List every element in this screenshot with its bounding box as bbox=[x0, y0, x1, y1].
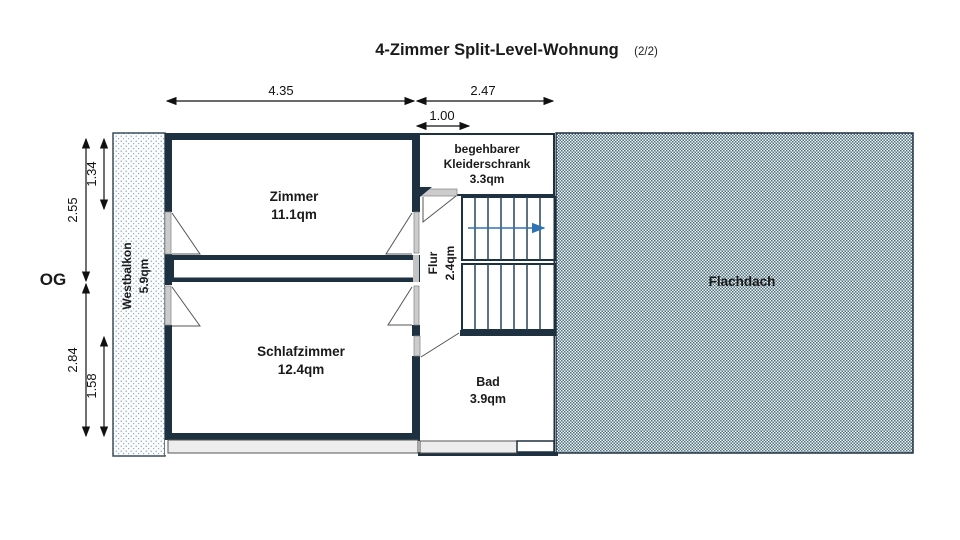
wall-top bbox=[165, 133, 420, 140]
flur-label: Flur bbox=[426, 251, 440, 274]
door-leaf-flur-zimmer bbox=[413, 211, 420, 254]
door-leaf-middle-cap bbox=[413, 255, 419, 282]
door-swing-balkon-zimmer bbox=[171, 212, 201, 255]
wall-bottom bbox=[165, 433, 420, 440]
dim-label-247: 2.47 bbox=[470, 83, 495, 98]
flur-area-label: 2.4qm bbox=[443, 246, 457, 281]
zimmer-label: Zimmer bbox=[270, 189, 320, 204]
wall-middle-bad bbox=[412, 325, 420, 336]
westbalkon-label: Westbalkon bbox=[120, 242, 134, 309]
dim-label-284: 2.84 bbox=[65, 347, 80, 372]
wall-below-stairs bbox=[460, 330, 556, 336]
flachdach-label: Flachdach bbox=[709, 274, 776, 289]
westbalkon-area bbox=[112, 132, 166, 457]
page-title: 4-Zimmer Split-Level-Wohnung bbox=[375, 41, 619, 59]
kleiderschrank-area-label: 3.3qm bbox=[470, 172, 505, 186]
bad-label: Bad bbox=[476, 375, 500, 389]
window-schlafzimmer bbox=[167, 439, 419, 454]
bad-area-label: 3.9qm bbox=[470, 392, 506, 406]
wall-middle-lower bbox=[412, 356, 420, 441]
dim-label-100: 1.00 bbox=[429, 108, 454, 123]
door-panel-kleiderschrank bbox=[413, 187, 432, 201]
divider-wall-bottom-edge bbox=[168, 277, 417, 282]
stairs-lower-flight bbox=[461, 263, 556, 331]
flachdach-area bbox=[555, 132, 914, 454]
wall-bad-bottom bbox=[418, 452, 558, 456]
dim-label-158: 1.58 bbox=[84, 373, 99, 398]
door-swing-flur-schlafzimmer bbox=[387, 286, 413, 326]
kleiderschrank-label-line1: begehbarer bbox=[454, 142, 520, 156]
schlafzimmer-area-label: 12.4qm bbox=[278, 362, 325, 377]
door-swing-balkon-schlafzimmer bbox=[171, 286, 201, 327]
floor-label: OG bbox=[40, 270, 66, 289]
door-leaf-balkon-schlafzimmer bbox=[164, 285, 172, 326]
door-swing-flur-zimmer bbox=[385, 212, 413, 255]
divider-wall-top-edge bbox=[168, 255, 417, 260]
window-bad bbox=[419, 440, 518, 454]
wall-middle-upper bbox=[412, 133, 420, 212]
zimmer-area-label: 11.1qm bbox=[271, 207, 317, 222]
door-leaf-balkon-zimmer bbox=[164, 211, 172, 255]
kleiderschrank-label-line2: Kleiderschrank bbox=[444, 157, 531, 171]
door-leaf-flur-schlafzimmer bbox=[413, 285, 420, 326]
dim-label-435: 4.35 bbox=[268, 83, 293, 98]
door-leaf-bad bbox=[413, 335, 421, 357]
dim-label-255: 2.55 bbox=[65, 197, 80, 222]
divider-wall-left-cap bbox=[167, 255, 174, 282]
dim-label-134: 1.34 bbox=[84, 161, 99, 186]
schlafzimmer-label: Schlafzimmer bbox=[257, 344, 346, 359]
bad-corner-element bbox=[516, 440, 555, 453]
wall-left-upper bbox=[165, 133, 172, 212]
stairs-lower-steps bbox=[474, 264, 541, 330]
door-swing-bad bbox=[420, 332, 460, 358]
page-number: (2/2) bbox=[634, 46, 658, 58]
door-swing-kleiderschrank bbox=[422, 195, 457, 224]
wall-left-lower bbox=[165, 325, 172, 440]
westbalkon-area-label: 5.9qm bbox=[137, 259, 151, 294]
